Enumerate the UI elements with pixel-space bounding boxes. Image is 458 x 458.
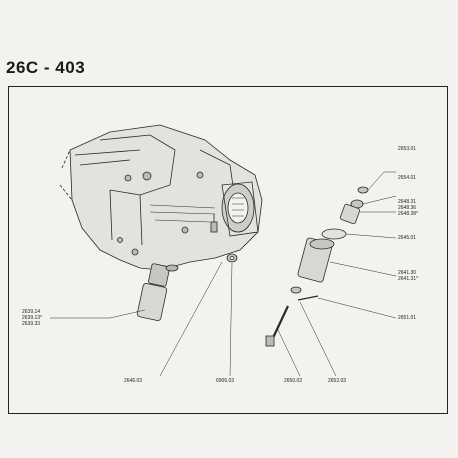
part-label-6906-03: 6906.03	[216, 378, 235, 384]
part-label-2646-03: 2646.03	[124, 378, 143, 384]
part-label-2648-36: 2648.36	[398, 205, 417, 211]
part-label-2651-01: 2651.01	[398, 315, 417, 321]
part-label-2648-31: 2648.31	[398, 199, 417, 205]
right-exploded-parts	[265, 186, 369, 347]
part-label-2648-38: 2648.38*	[398, 211, 419, 217]
part-label-2639-33: 2639.33	[22, 321, 41, 327]
part-label-2639-13: 2639.13*	[22, 315, 43, 321]
leader-lines	[50, 171, 397, 377]
part-label-group-2648: 2648.31 2648.36 2648.38*	[398, 199, 418, 217]
part-label-2650-02: 2650.02	[284, 378, 303, 384]
gearbox-housing	[59, 124, 263, 271]
left-cylinder-assembly	[136, 263, 179, 321]
part-label-2641-31: 2641.31*	[398, 276, 419, 282]
small-nut	[226, 253, 238, 263]
part-label-2641-30: 2641.30	[398, 270, 417, 276]
part-label-2652-03: 2652.03	[328, 378, 347, 384]
part-label-2639-14: 2639.14	[22, 309, 41, 315]
diagram-frame	[8, 86, 448, 414]
page-title: 26C - 403	[6, 58, 86, 77]
part-label-2645-01: 2645.01	[398, 235, 417, 241]
part-label-2653-01: 2653.01	[398, 146, 417, 152]
part-label-group-2641: 2641.30 2641.31*	[398, 270, 418, 282]
part-label-2654-01: 2654.01	[398, 175, 417, 181]
part-label-group-2639: 2639.14 2639.13* 2639.33	[22, 309, 42, 327]
